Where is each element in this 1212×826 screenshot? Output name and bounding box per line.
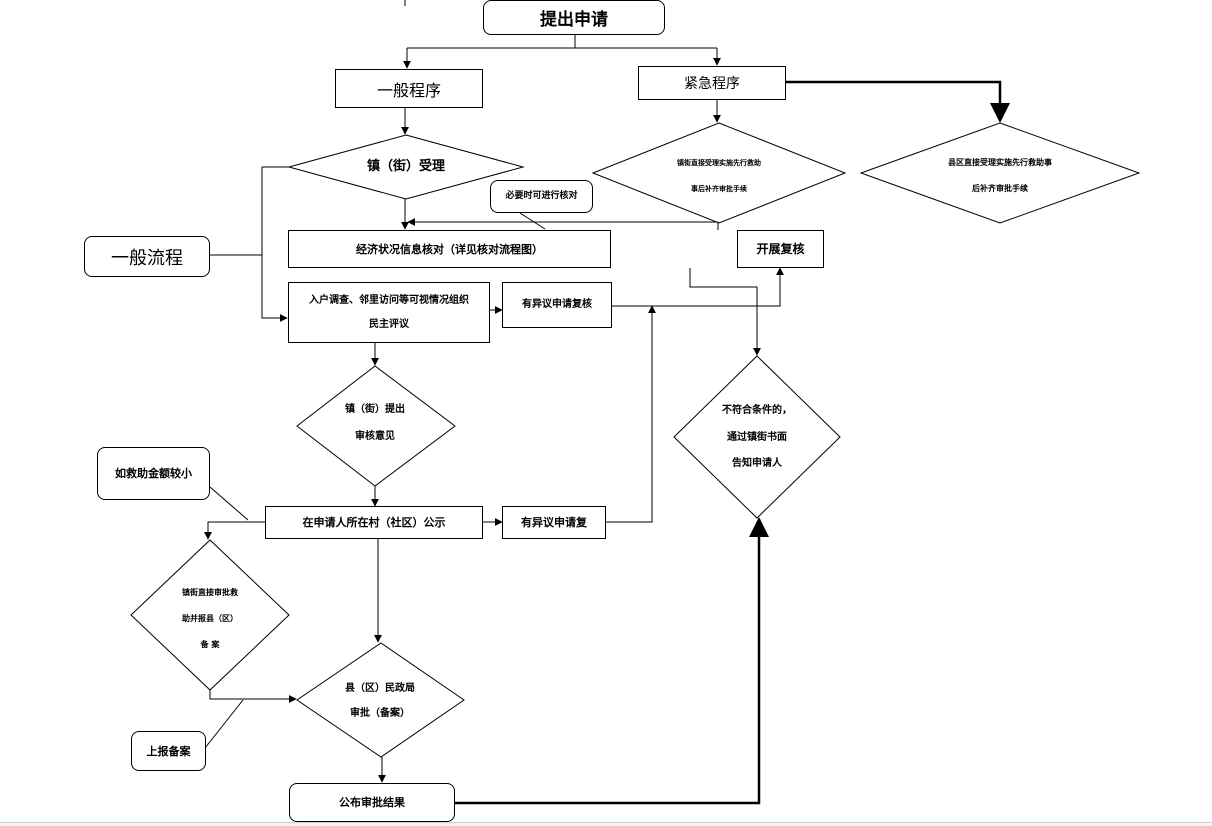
town-opinion-label-line1: 镇（街）提出: [345, 404, 405, 415]
small-amount-label: 如救助金额较小: [115, 467, 192, 480]
town-accept-diamond: [287, 134, 525, 200]
econ-check-box: 经济状况信息核对（详见核对流程图）: [288, 230, 611, 268]
county-approve-label-line2: 审批（备案）: [350, 708, 410, 719]
general-procedure-box: 一般程序: [335, 69, 483, 108]
county-direct-label-line2: 后补齐审批手续: [972, 184, 1028, 193]
econ-check-label: 经济状况信息核对（详见核对流程图）: [356, 242, 543, 256]
report-filing-label: 上报备案: [146, 744, 191, 758]
publish-result-box: 公布审批结果: [289, 783, 455, 822]
page-bottom-edge: [0, 822, 1212, 826]
publish-result-label: 公布审批结果: [339, 796, 405, 809]
urgent-procedure-box: 紧急程序: [638, 66, 786, 100]
small-amount-box: 如救助金额较小: [97, 447, 210, 500]
survey-label-line2: 民主评议: [369, 318, 409, 330]
objection-recheck-box: 有异议申请复核: [502, 282, 612, 328]
objection-recheck-2-box: 有异议申请复: [502, 506, 606, 539]
town-direct-label-line1: 镇街直接受理实施先行救助: [677, 159, 761, 167]
county-approve-label-line1: 县（区）民政局: [345, 683, 415, 694]
town-approve-label-line3: 备 案: [200, 640, 220, 649]
town-direct-diamond: [591, 122, 847, 224]
town-opinion-diamond: [296, 365, 456, 487]
publicize-label: 在申请人所在村（社区）公示: [302, 516, 446, 529]
objection-recheck-2-label: 有异议申请复: [521, 516, 587, 529]
general-flow-label: 一般流程: [111, 247, 183, 269]
town-approve-label-line1: 镇街直接审批救: [182, 588, 238, 597]
county-approve-diamond: [296, 642, 465, 758]
submit-application-label: 提出申请: [540, 10, 608, 30]
survey-box: 入户调查、邻里访问等可视情况组织 民主评议: [288, 282, 490, 343]
urgent-procedure-label: 紧急程序: [684, 76, 740, 92]
recheck-label: 开展复核: [756, 242, 805, 256]
county-direct-label-line1: 县区直接受理实施先行救助事: [948, 158, 1052, 167]
report-filing-box: 上报备案: [131, 731, 206, 771]
town-approve-label-line2: 助并报县（区）: [182, 614, 238, 623]
publicize-box: 在申请人所在村（社区）公示: [265, 506, 483, 539]
general-flow-box: 一般流程: [84, 236, 210, 277]
survey-label-line1: 入户调查、邻里访问等可视情况组织: [309, 294, 469, 306]
reject-label-line3: 告知申请人: [732, 458, 782, 469]
town-opinion-label-line2: 审核意见: [355, 431, 395, 442]
town-accept-label: 镇（街）受理: [366, 159, 445, 174]
recheck-box: 开展复核: [737, 230, 824, 268]
objection-recheck-label: 有异议申请复核: [522, 299, 592, 310]
town-direct-label-line2: 事后补齐审批手续: [691, 185, 747, 193]
county-direct-diamond: [859, 122, 1141, 224]
submit-application-box: 提出申请: [483, 0, 665, 35]
reject-label-line1: 不符合条件的，: [722, 405, 792, 416]
verify-note-box: 必要时可进行核对: [490, 180, 593, 213]
general-procedure-label: 一般程序: [376, 80, 441, 100]
verify-note-label: 必要时可进行核对: [505, 191, 578, 201]
reject-label-line2: 通过镇街书面: [727, 432, 787, 443]
